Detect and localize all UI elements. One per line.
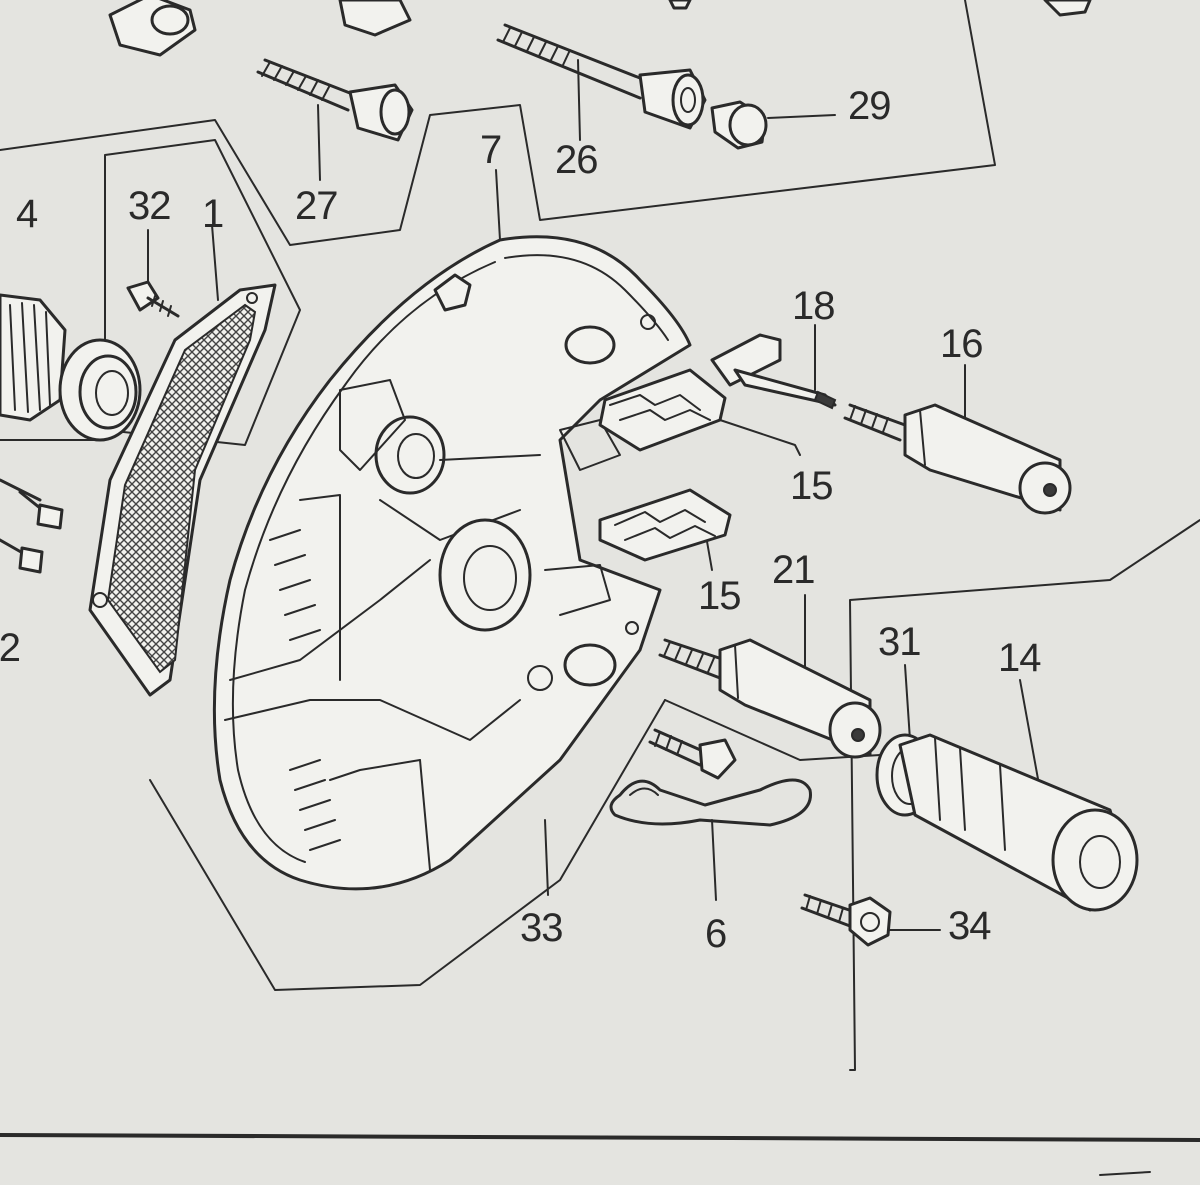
callout-15-upper: 15 (790, 464, 833, 508)
callout-27: 27 (295, 184, 338, 228)
housing-7 (212, 235, 692, 891)
spring-clip-6 (609, 778, 812, 827)
left-partial-parts (0, 293, 142, 574)
callout-26: 26 (555, 138, 598, 182)
leader-lines (147, 59, 1041, 931)
callout-14: 14 (998, 636, 1041, 680)
callout-6: 6 (705, 912, 727, 956)
clip-18 (710, 333, 837, 410)
callout-32: 32 (128, 184, 171, 228)
pin-16 (843, 403, 1072, 515)
callout-16: 16 (940, 322, 983, 366)
callout-21: 21 (772, 548, 815, 592)
page-rule (0, 1133, 1200, 1142)
bolt-27 (256, 58, 414, 142)
callout-1: 1 (202, 192, 224, 236)
bolt-34 (800, 893, 892, 947)
callout-29: 29 (848, 84, 891, 128)
callout-34: 34 (948, 904, 991, 948)
callout-4: 4 (16, 192, 38, 236)
pin-21 (658, 638, 882, 759)
brush-15-upper (598, 368, 727, 452)
screw-32 (126, 280, 180, 318)
callout-15-lower: 15 (698, 574, 741, 618)
screw-33 (648, 728, 737, 780)
page-footer-mark (1099, 1171, 1151, 1176)
callout-33: 33 (520, 906, 563, 950)
shaft-14 (898, 733, 1139, 912)
gasket-1 (88, 283, 277, 697)
top-partial-parts (108, 0, 1092, 57)
bolt-26 (496, 23, 707, 130)
grommet-29 (710, 100, 836, 150)
brush-15-lower (598, 488, 732, 562)
callout-7: 7 (480, 128, 502, 172)
group-outlines (0, 0, 1200, 1071)
callout-2: 2 (0, 628, 20, 668)
callout-18: 18 (792, 284, 835, 328)
callout-31: 31 (878, 620, 921, 664)
